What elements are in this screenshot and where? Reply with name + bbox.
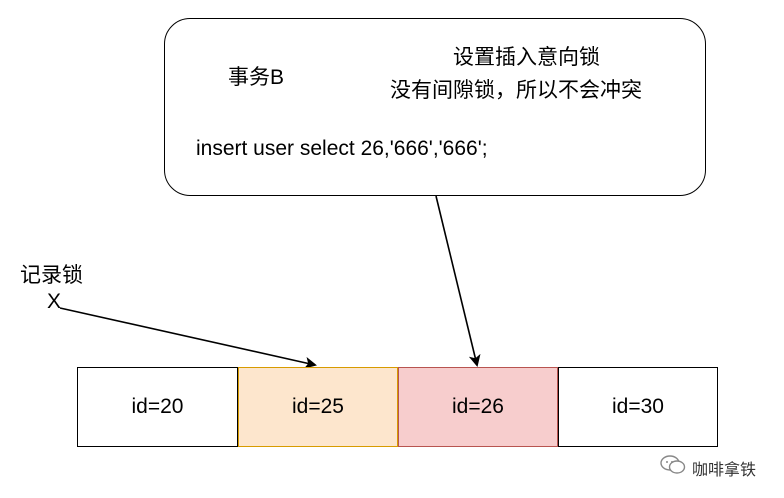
watermark-text: 咖啡拿铁	[691, 461, 756, 479]
transaction-callout	[164, 18, 706, 196]
record-label: id=26	[452, 395, 504, 418]
wechat-icon	[660, 455, 686, 480]
transaction-label: 事务B	[228, 66, 285, 89]
record-label: id=25	[292, 395, 344, 418]
sql-statement: insert user select 26,'666','666';	[196, 137, 488, 160]
record-id-20: id=20	[77, 367, 238, 447]
watermark: 咖啡拿铁	[660, 455, 756, 480]
intent-lock-line-1: 设置插入意向锁	[453, 46, 600, 69]
record-lock-arrow	[59, 307, 317, 369]
record-lock-mode: X	[47, 290, 62, 313]
record-id-25: id=25	[238, 367, 398, 447]
intent-lock-line-2: 没有间隙锁，所以不会冲突	[390, 79, 642, 102]
record-label: id=30	[612, 395, 664, 418]
record-id-30: id=30	[558, 367, 718, 447]
record-id-26: id=26	[398, 367, 558, 447]
intent-lock-arrow	[435, 195, 481, 367]
record-label: id=20	[131, 395, 184, 418]
record-lock-label: 记录锁	[20, 264, 83, 287]
